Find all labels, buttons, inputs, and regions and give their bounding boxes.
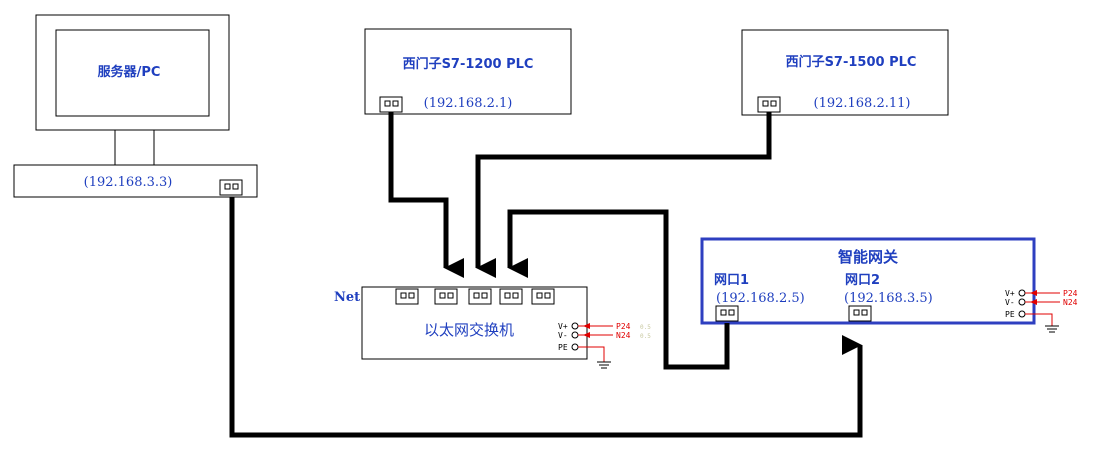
pc-screen <box>55 29 210 117</box>
switch-power-terminals: V+ V- PE P24 N24 0.5 0.5 <box>558 322 651 369</box>
cable-gateway-switch <box>507 209 730 370</box>
plc-1200-ip: (192.168.2.1) <box>424 96 513 111</box>
svg-text:PE: PE <box>1005 310 1015 319</box>
switch-net-label: Net <box>334 290 360 305</box>
plc-1500-ip: (192.168.2.11) <box>814 96 911 111</box>
ground-icon <box>1045 325 1059 333</box>
pc-ethernet-port-icon <box>219 179 243 196</box>
svg-text:PE: PE <box>558 343 568 352</box>
gateway-power-terminals: V+ V- PE P24 N24 <box>1005 289 1078 333</box>
ground-icon <box>597 361 611 369</box>
svg-text:N24: N24 <box>1063 298 1078 307</box>
svg-text:0.5: 0.5 <box>640 324 651 331</box>
gateway-port1-ip: (192.168.2.5) <box>716 291 805 306</box>
plc-1200-ethernet-port-icon <box>379 96 403 113</box>
plc-1500-title: 西门子S7-1500 PLC <box>786 54 917 70</box>
plc-1200: 西门子S7-1200 PLC (192.168.2.1) <box>364 28 572 115</box>
gateway-port2-icon <box>848 305 872 322</box>
cable-pc-gateway <box>229 197 863 438</box>
smart-gateway: 智能网关 网口1 (192.168.2.5) 网口2 (192.168.3.5)… <box>700 237 1078 333</box>
network-cables <box>229 112 863 438</box>
switch-port-icon <box>499 288 523 305</box>
gateway-port2-ip: (192.168.3.5) <box>844 291 933 306</box>
pc-stand <box>114 129 155 166</box>
gateway-port2-label: 网口2 <box>845 273 880 288</box>
svg-text:N24: N24 <box>616 331 631 340</box>
svg-text:V+: V+ <box>1005 289 1015 298</box>
gateway-port1-icon <box>715 305 739 322</box>
switch-port-icon <box>468 288 492 305</box>
pc-base <box>13 164 258 198</box>
plc-1200-title: 西门子S7-1200 PLC <box>403 56 534 72</box>
plc-1500: 西门子S7-1500 PLC (192.168.2.11) <box>741 29 949 116</box>
ethernet-switch: Net 以太网交换机 V+ V- PE <box>334 286 651 369</box>
switch-port-icon <box>531 288 555 305</box>
gateway-port1-label: 网口1 <box>714 273 749 288</box>
pc-screen-label: 服务器/PC <box>98 64 161 80</box>
svg-text:V-: V- <box>1005 298 1015 307</box>
svg-text:P24: P24 <box>616 322 631 331</box>
svg-text:V-: V- <box>558 331 568 340</box>
pc: 服务器/PC (192.168.3.3) <box>13 14 258 198</box>
pc-ip: (192.168.3.3) <box>84 175 173 190</box>
svg-text:P24: P24 <box>1063 289 1078 298</box>
gateway-title: 智能网关 <box>838 248 898 266</box>
cable-plc1500-switch <box>475 112 772 278</box>
cable-plc1200-switch <box>388 112 464 278</box>
switch-port-icon <box>395 288 419 305</box>
switch-name: 以太网交换机 <box>424 321 514 339</box>
svg-text:0.5: 0.5 <box>640 333 651 340</box>
plc-1500-ethernet-port-icon <box>757 96 781 113</box>
svg-text:V+: V+ <box>558 322 568 331</box>
switch-port-icon <box>434 288 458 305</box>
